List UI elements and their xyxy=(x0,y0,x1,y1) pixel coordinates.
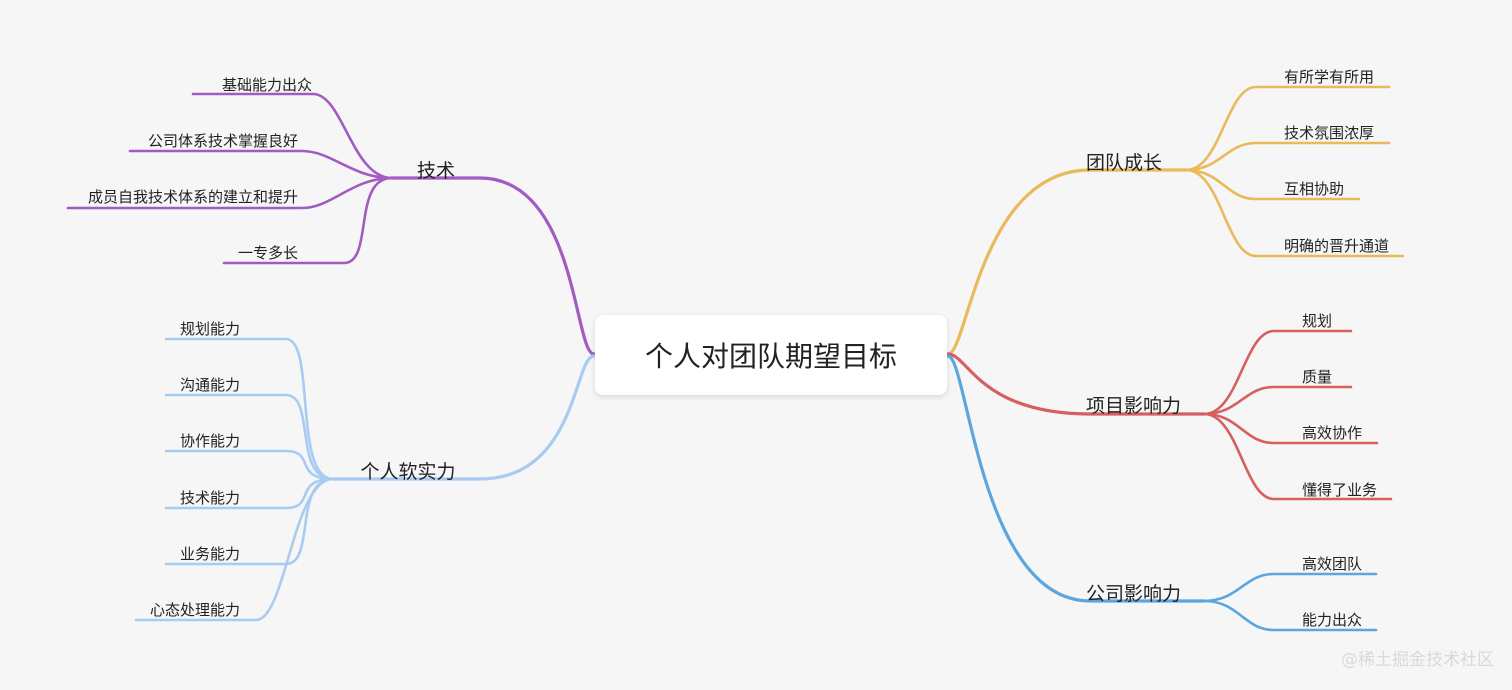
connector-project-leaf-0 xyxy=(1202,329,1353,416)
leaf-tech-2[interactable]: 成员自我技术体系的建立和提升 xyxy=(87,188,298,206)
connector-company-leaf-0 xyxy=(1202,572,1378,603)
connector-tech xyxy=(390,176,596,356)
leaf-soft-1[interactable]: 沟通能力 xyxy=(179,376,240,394)
leaf-team-3[interactable]: 明确的晋升通道 xyxy=(1284,237,1390,255)
connector-soft-leaf-5 xyxy=(134,477,335,622)
leaf-project-2[interactable]: 高效协作 xyxy=(1302,424,1363,442)
connector-team-leaf-0 xyxy=(1184,85,1391,172)
branch-team[interactable]: 团队成长 xyxy=(1086,152,1163,174)
leaf-soft-3[interactable]: 技术能力 xyxy=(179,489,240,507)
leaf-tech-3[interactable]: 一专多长 xyxy=(237,244,298,262)
leaf-team-1[interactable]: 技术氛围浓厚 xyxy=(1284,124,1375,142)
connector-team-leaf-3 xyxy=(1184,168,1405,258)
watermark: @稀土掘金技术社区 xyxy=(1341,650,1494,670)
leaf-soft-5[interactable]: 心态处理能力 xyxy=(149,601,240,619)
connector-project xyxy=(946,352,1206,416)
branch-company[interactable]: 公司影响力 xyxy=(1086,583,1182,605)
leaf-soft-4[interactable]: 业务能力 xyxy=(179,545,240,563)
connector-project-leaf-1 xyxy=(1202,385,1353,416)
connector-soft-leaf-1 xyxy=(164,393,335,481)
leaf-project-3[interactable]: 懂得了业务 xyxy=(1302,481,1378,499)
connector-soft-leaf-2 xyxy=(164,449,335,481)
connector-team-leaf-1 xyxy=(1184,141,1391,172)
branch-soft[interactable]: 个人软实力 xyxy=(360,461,456,483)
connector-team xyxy=(946,168,1188,356)
leaf-tech-1[interactable]: 公司体系技术掌握良好 xyxy=(147,132,298,150)
connector-team-leaf-2 xyxy=(1184,168,1361,201)
leaf-soft-0[interactable]: 规划能力 xyxy=(179,320,240,338)
root-node[interactable]: 个人对团队期望目标 xyxy=(595,315,947,395)
connector-soft xyxy=(331,354,596,481)
leaf-company-0[interactable]: 高效团队 xyxy=(1302,555,1363,573)
leaf-team-2[interactable]: 互相协助 xyxy=(1284,180,1345,198)
leaf-tech-0[interactable]: 基础能力出众 xyxy=(221,76,312,94)
branch-project[interactable]: 项目影响力 xyxy=(1086,395,1182,417)
leaf-company-1[interactable]: 能力出众 xyxy=(1302,611,1363,629)
connector-soft-leaf-0 xyxy=(164,337,335,481)
leaf-project-0[interactable]: 规划 xyxy=(1302,312,1333,330)
root-label: 个人对团队期望目标 xyxy=(644,340,897,373)
leaf-soft-2[interactable]: 协作能力 xyxy=(179,432,240,450)
connector-company xyxy=(946,354,1206,603)
connector-soft-leaf-3 xyxy=(164,477,335,510)
connector-tech-leaf-2 xyxy=(66,176,394,210)
branch-tech[interactable]: 技术 xyxy=(416,160,456,182)
connector-company-leaf-1 xyxy=(1202,599,1378,632)
leaf-team-0[interactable]: 有所学有所用 xyxy=(1284,68,1375,86)
leaf-project-1[interactable]: 质量 xyxy=(1302,368,1333,386)
connector-project-leaf-2 xyxy=(1202,412,1379,445)
connector-tech-leaf-0 xyxy=(191,92,394,180)
connector-project-leaf-3 xyxy=(1202,412,1393,501)
connector-tech-leaf-1 xyxy=(128,149,394,180)
connector-tech-leaf-3 xyxy=(222,176,394,265)
